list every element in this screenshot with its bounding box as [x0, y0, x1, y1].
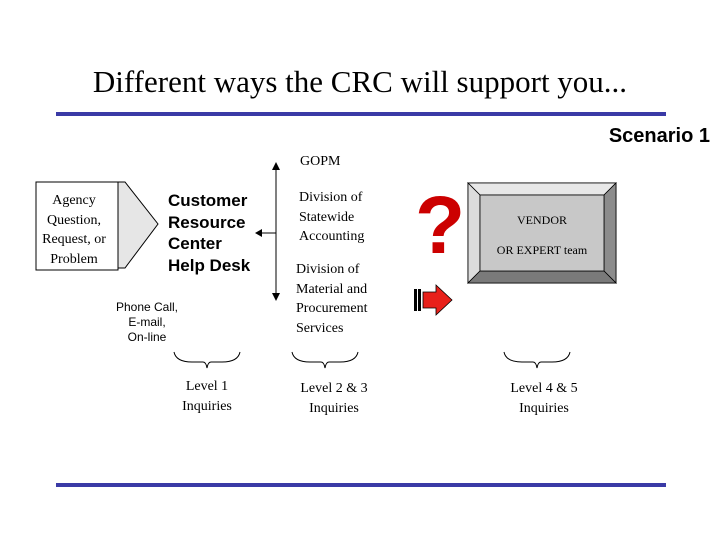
- level-1-inquiries: Level 1 Inquiries: [182, 379, 232, 414]
- contact-methods-label: Phone Call, E-mail, On-line: [115, 300, 179, 344]
- level-4-5-inquiries: Level 4 & 5 Inquiries: [510, 381, 578, 416]
- bottom-divider: [56, 483, 666, 487]
- scenario-label: Scenario 1: [608, 125, 710, 147]
- up-arrowhead: [272, 162, 280, 170]
- top-divider: [56, 112, 666, 116]
- division-statewide-accounting: Division of Statewide Accounting: [299, 190, 365, 244]
- slide-title: Different ways the CRC will support you.…: [92, 64, 628, 99]
- brace-level-2-3: [291, 351, 359, 369]
- brace-level-4-5: [503, 351, 571, 369]
- vendor-box: [467, 182, 617, 284]
- expert-team-label: OR EXPERT team: [496, 243, 588, 257]
- crc-help-desk-label: Customer Resource Center Help Desk: [168, 191, 251, 275]
- question-mark-icon: ?: [415, 180, 466, 271]
- brace-level-1: [173, 351, 241, 369]
- left-arrowhead: [255, 229, 262, 237]
- down-arrowhead: [272, 293, 280, 301]
- level-2-3-inquiries: Level 2 & 3 Inquiries: [300, 381, 368, 416]
- division-material-procurement: Division of Material and Procurement Ser…: [296, 262, 368, 336]
- agency-label: Agency Question, Request, or Problem: [42, 193, 106, 267]
- gopm-label: GOPM: [300, 154, 341, 169]
- red-arrow-icon: [414, 284, 453, 316]
- vendor-label: VENDOR: [517, 213, 567, 227]
